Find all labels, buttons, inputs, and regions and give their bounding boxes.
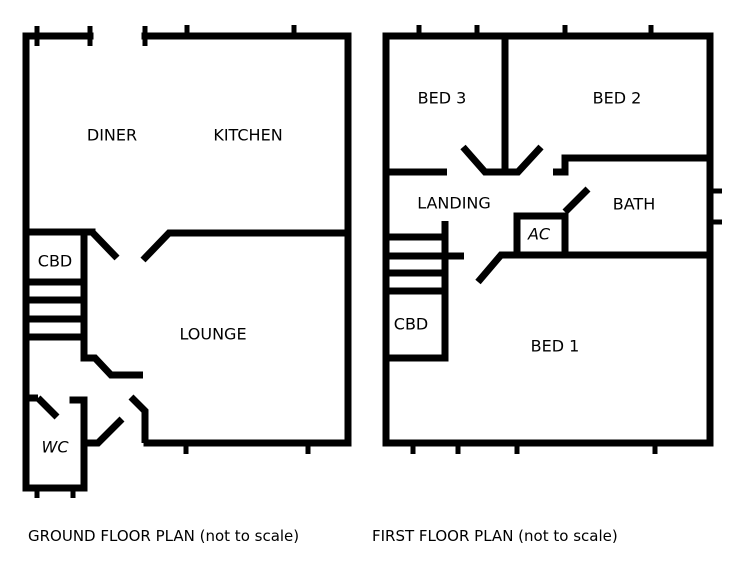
- wc-door-swing: [35, 395, 60, 420]
- wc-side-door: [84, 416, 125, 447]
- room-label-bed1: BED 1: [531, 337, 580, 356]
- room-label-lounge: LOUNGE: [179, 325, 246, 344]
- ground-floor-window-ticks: [34, 25, 311, 498]
- ground-floor-outer-walls: [22, 32, 352, 492]
- door-swing-hall: [89, 229, 120, 261]
- room-label-bed3: BED 3: [418, 89, 467, 108]
- first-floor-plan: BED 3 BED 2 LANDING BATH AC CBD BED 1: [382, 25, 722, 454]
- wall-landing-bed1: [475, 251, 710, 285]
- wall-bed2-bath: [553, 154, 710, 176]
- wall-top-right-side-bottom: [141, 32, 352, 447]
- ground-floor-internal-walls: [22, 228, 348, 447]
- airing-cupboard-walls: [513, 212, 569, 258]
- lounge-door-swing: [128, 394, 149, 443]
- room-label-diner: DINER: [87, 126, 137, 145]
- wall-under-stairs: [80, 354, 143, 379]
- room-label-cupboard: CBD: [38, 252, 72, 271]
- wall-top-left: [22, 32, 94, 62]
- room-label-airing-cupboard: AC: [527, 225, 551, 244]
- ground-floor-plan: DINER KITCHEN CBD LOUNGE WC: [22, 25, 352, 498]
- bedroom-door-swings: [460, 144, 544, 176]
- room-label-kitchen: KITCHEN: [213, 126, 282, 145]
- room-label-bed2: BED 2: [593, 89, 642, 108]
- first-floor-window-ticks: [410, 25, 722, 454]
- first-floor-caption: FIRST FLOOR PLAN (not to scale): [372, 527, 618, 545]
- ground-floor-caption: GROUND FLOOR PLAN (not to scale): [28, 527, 299, 545]
- wall-kitchen-lounge: [140, 229, 348, 263]
- room-label-cupboard: CBD: [394, 315, 428, 334]
- room-label-landing: LANDING: [417, 194, 491, 213]
- bath-door-swing: [562, 186, 591, 215]
- room-label-bath: BATH: [613, 195, 655, 214]
- room-label-wc: WC: [42, 438, 70, 457]
- first-floor-internal-walls: [382, 32, 710, 362]
